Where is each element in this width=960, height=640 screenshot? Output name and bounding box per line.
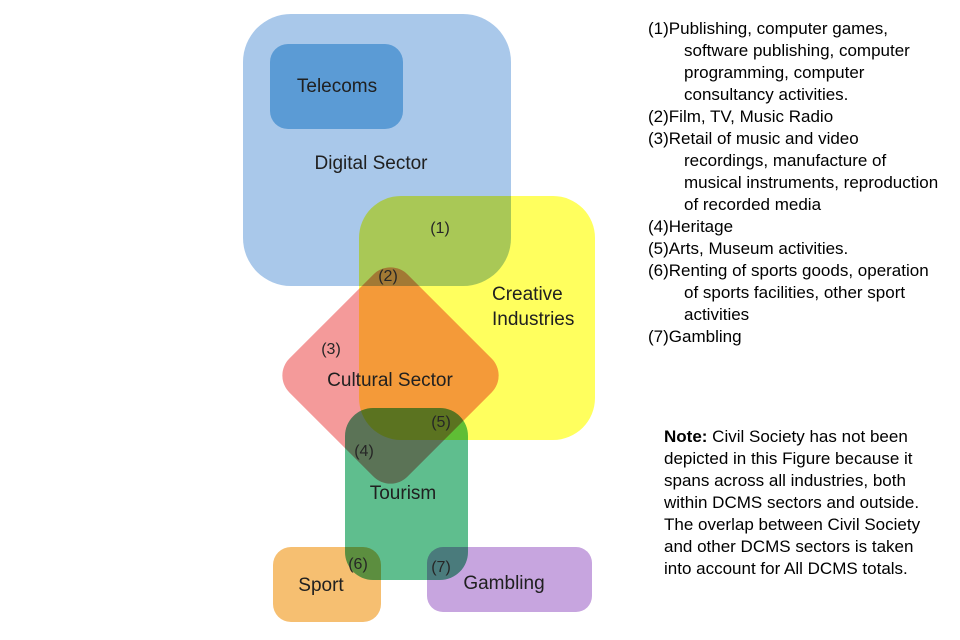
note-text: Note: Civil Society has not been depicte… <box>664 426 940 580</box>
legend-text-5: Arts, Museum activities. <box>668 239 849 258</box>
note-body: Civil Society has not been depicted in t… <box>664 427 921 578</box>
legend-text-4: Heritage <box>668 217 734 236</box>
overlap-marker-6: (6) <box>348 556 368 573</box>
overlap-marker-1: (1) <box>430 220 450 237</box>
legend-item-2: (2)Film, TV, Music Radio <box>648 106 940 128</box>
legend-num-4: (4) <box>648 217 669 236</box>
overlap-marker-5: (5) <box>431 414 451 431</box>
legend-text-6: Renting of sports goods, operation of sp… <box>668 261 929 324</box>
legend-num-5: (5) <box>648 239 669 258</box>
legend-num-3: (3) <box>648 129 669 148</box>
legend-text-3: Retail of music and video recordings, ma… <box>668 129 939 214</box>
legend-item-5: (5)Arts, Museum activities. <box>648 238 940 260</box>
legend-text-1: Publishing, computer games, software pub… <box>668 19 910 104</box>
digital-sector-label: Digital Sector <box>314 153 428 174</box>
legend-item-1: (1)Publishing, computer games, software … <box>648 18 940 106</box>
legend-item-4: (4)Heritage <box>648 216 940 238</box>
legend-num-1: (1) <box>648 19 669 38</box>
telecoms-label: Telecoms <box>296 76 378 97</box>
tourism-label: Tourism <box>369 483 437 504</box>
legend-num-7: (7) <box>648 327 669 346</box>
legend-num-6: (6) <box>648 261 669 280</box>
overlap-marker-4: (4) <box>354 443 374 460</box>
overlap-marker-2: (2) <box>378 268 398 285</box>
overlap-marker-7: (7) <box>431 559 451 576</box>
creative-industries-label: Creative Industries <box>492 284 575 330</box>
note-label: Note: <box>664 427 708 446</box>
telecoms-shape <box>270 44 403 129</box>
legend-text-2: Film, TV, Music Radio <box>668 107 834 126</box>
legend-item-7: (7)Gambling <box>648 326 940 348</box>
gambling-shape <box>427 547 592 612</box>
gambling-label: Gambling <box>463 573 545 594</box>
legend: (1)Publishing, computer games, software … <box>648 18 940 348</box>
overlap-marker-3: (3) <box>321 341 341 358</box>
legend-num-2: (2) <box>648 107 669 126</box>
sport-shape <box>273 547 381 622</box>
legend-item-6: (6)Renting of sports goods, operation of… <box>648 260 940 326</box>
sport-label: Sport <box>298 575 344 596</box>
legend-text-7: Gambling <box>668 327 742 346</box>
cultural-sector-label: Cultural Sector <box>327 370 453 391</box>
legend-item-3: (3)Retail of music and video recordings,… <box>648 128 940 216</box>
